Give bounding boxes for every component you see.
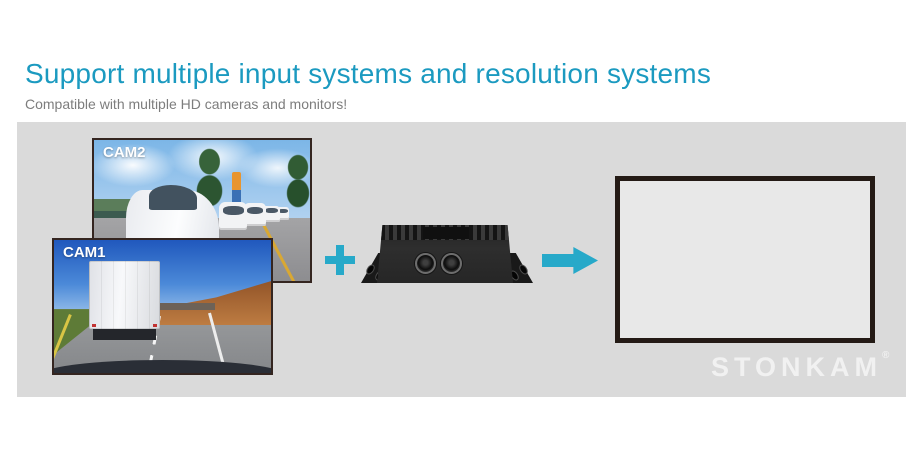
car (262, 205, 280, 223)
suv-windshield (148, 185, 197, 210)
page-title: Support multiple input systems and resol… (25, 58, 712, 89)
cam2-input-label: CAM2 (103, 144, 146, 161)
tree (281, 151, 310, 217)
truck-taillight (153, 324, 158, 328)
registered-mark-icon: ® (882, 350, 890, 361)
roadside-sign (232, 172, 241, 208)
car-window (246, 206, 264, 214)
car-window (222, 205, 244, 215)
cam1-input-label: CAM1 (63, 244, 106, 261)
car (276, 206, 290, 221)
water-strip (94, 210, 155, 222)
plus-bar (336, 245, 344, 275)
video-control-box (357, 222, 537, 286)
aviation-connector (441, 253, 462, 274)
output-monitor: CAM1 (615, 176, 875, 343)
aviation-connector (415, 253, 436, 274)
camera-input-cam1-photo: CAM1 (52, 238, 273, 375)
white-truck (88, 261, 161, 346)
arrow-right-icon (542, 247, 598, 274)
overpass-bridge (114, 302, 215, 310)
page-subtitle: Compatible with multiple HD cameras and … (25, 96, 348, 112)
car-window (264, 207, 278, 214)
truck-taillight (91, 324, 96, 328)
car (219, 202, 248, 231)
device-top-plate (423, 227, 470, 239)
device-body (377, 225, 513, 283)
truck-chassis (93, 329, 157, 341)
watermark-text: STONKAM (711, 352, 883, 382)
brand-watermark: STONKAM® (711, 350, 889, 383)
plus-icon (325, 245, 355, 275)
dashboard-silhouette (54, 359, 271, 373)
car-window (278, 208, 288, 214)
truck-trailer (88, 261, 161, 330)
diagram-panel: CAM2 CAM1 (17, 122, 906, 397)
car (244, 203, 266, 226)
